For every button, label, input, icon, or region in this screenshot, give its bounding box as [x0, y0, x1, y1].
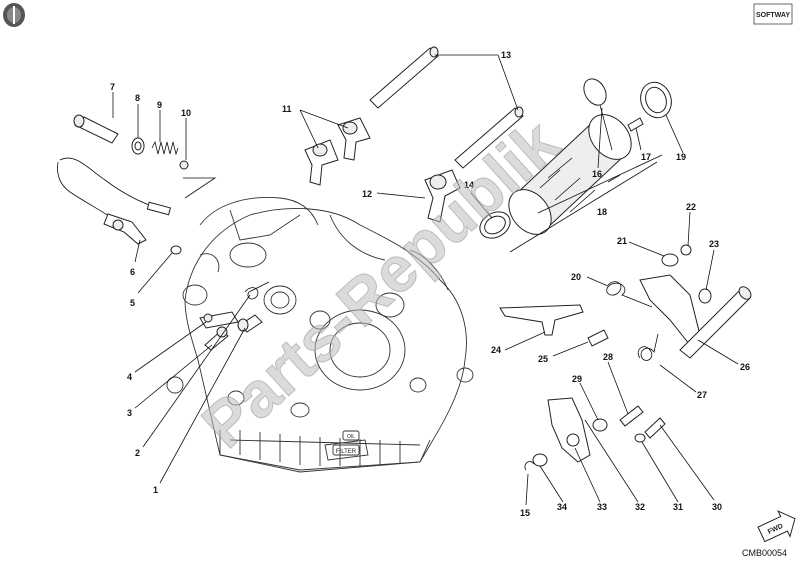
- softway-logo: SOFTWAY: [753, 3, 793, 25]
- callout-23: 23: [709, 239, 719, 249]
- callout-20: 20: [571, 272, 581, 282]
- part-21-washer: [661, 253, 679, 267]
- crankcase: FILTER OIL: [166, 197, 474, 473]
- callout-18: 18: [597, 207, 607, 217]
- callout-26: 26: [740, 362, 750, 372]
- part-25-bolt: [587, 329, 609, 347]
- part-26-selector: [639, 274, 752, 359]
- callout-28: 28: [603, 352, 613, 362]
- callout-19: 19: [676, 152, 686, 162]
- part-11-shift-forks: [304, 117, 371, 186]
- callout-14: 14: [464, 180, 474, 190]
- callouts: 7 8 9 10 6 5 4 3 2 1 11 12 13 14 16 17 1…: [110, 50, 750, 518]
- callout-29: 29: [572, 374, 582, 384]
- callout-7: 7: [110, 82, 115, 92]
- part-3-screw: [204, 326, 229, 351]
- callout-2: 2: [135, 448, 140, 458]
- part-31-washer: [634, 433, 646, 443]
- part-24-lever: [499, 304, 584, 336]
- part-27-spring: [637, 333, 659, 361]
- part-2-spring: [244, 281, 270, 300]
- part-1-shaft: [237, 314, 263, 333]
- brand-logo-icon: [3, 3, 25, 27]
- part-12-shift-fork: [424, 169, 461, 223]
- part-10-ball: [179, 160, 189, 170]
- part-18-shift-drum: [508, 114, 632, 235]
- callout-9: 9: [157, 100, 162, 110]
- part-8-washer: [131, 137, 145, 155]
- callout-15: 15: [520, 508, 530, 518]
- part-34-washer: [532, 453, 548, 467]
- leader-lines: [112, 54, 739, 506]
- callout-21: 21: [617, 236, 627, 246]
- svg-text:SOFTWAY: SOFTWAY: [756, 12, 790, 19]
- callout-8: 8: [135, 93, 140, 103]
- callout-25: 25: [538, 354, 548, 364]
- watermark: Parts-Republik: [188, 106, 572, 462]
- callout-22: 22: [686, 202, 696, 212]
- callout-27: 27: [697, 390, 707, 400]
- callout-24: 24: [491, 345, 501, 355]
- oil-label: OIL: [347, 434, 355, 440]
- part-4-bracket: [199, 311, 239, 329]
- part-5-washer: [170, 245, 182, 255]
- callout-30: 30: [712, 502, 722, 512]
- part-30-bolt: [644, 417, 666, 439]
- part-19-ring: [640, 81, 672, 119]
- part-7-bolt: [73, 114, 119, 144]
- filter-label: FILTER: [336, 449, 357, 455]
- part-15-clip: [524, 461, 535, 471]
- part-20-spring: [606, 281, 653, 308]
- part-29-washer: [592, 418, 608, 432]
- part-28-bolt: [619, 405, 644, 427]
- part-13-fork-rods: [369, 46, 524, 169]
- callout-1: 1: [153, 485, 158, 495]
- callout-12: 12: [362, 189, 372, 199]
- fwd-arrow-icon: FWD: [757, 510, 796, 543]
- callout-34: 34: [557, 502, 567, 512]
- callout-6: 6: [130, 267, 135, 277]
- callout-13: 13: [501, 50, 511, 60]
- callout-17: 17: [641, 152, 651, 162]
- callout-16: 16: [592, 169, 602, 179]
- part-33-plate: [547, 397, 591, 463]
- part-6-sensor: [57, 157, 172, 245]
- callout-4: 4: [127, 372, 132, 382]
- callout-5: 5: [130, 298, 135, 308]
- diagram-code: CMB00054: [742, 548, 787, 558]
- callout-32: 32: [635, 502, 645, 512]
- drum-leader: [607, 174, 621, 183]
- part-14-ring: [479, 211, 511, 239]
- callout-33: 33: [597, 502, 607, 512]
- callout-31: 31: [673, 502, 683, 512]
- callout-3: 3: [127, 408, 132, 418]
- part-23-spacer: [698, 288, 712, 304]
- part-9-spring: [151, 140, 179, 156]
- callout-11: 11: [282, 104, 292, 114]
- part-17-pin: [627, 117, 644, 132]
- callout-10: 10: [181, 108, 191, 118]
- part-22-clip: [680, 244, 692, 256]
